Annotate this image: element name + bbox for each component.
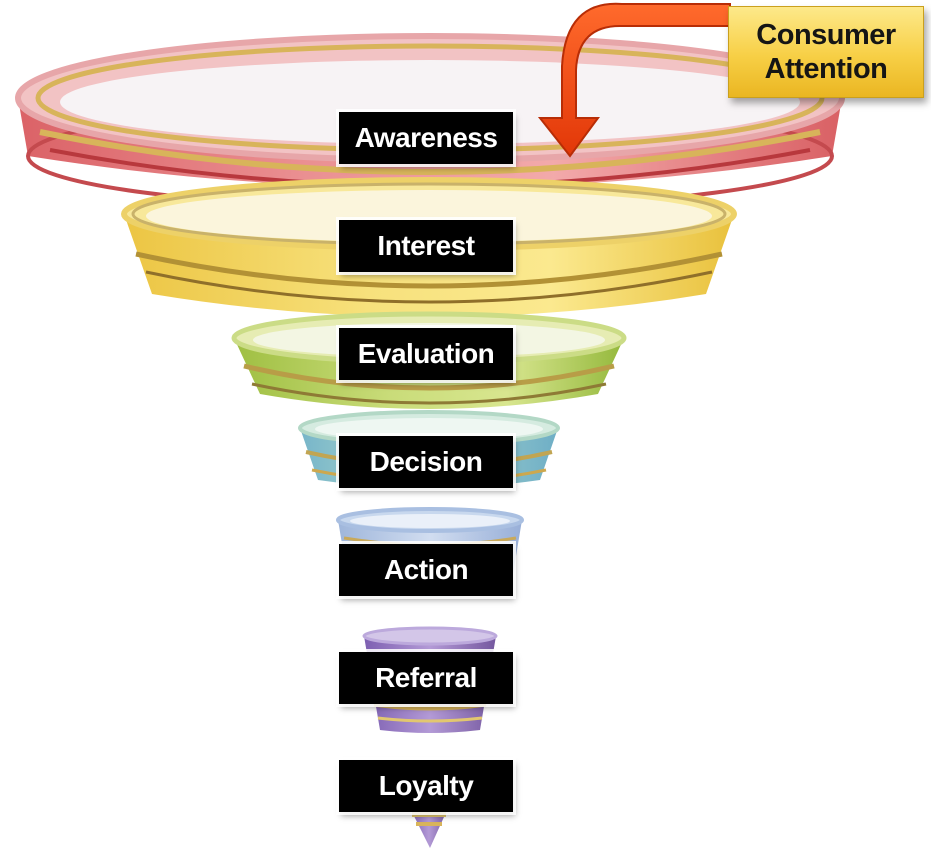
- stage-label-referral: Referral: [339, 652, 513, 704]
- consumer-attention-callout: Consumer Attention: [728, 6, 924, 98]
- callout-line-1: Consumer: [756, 19, 896, 51]
- stage-label-interest: Interest: [339, 220, 513, 272]
- stage-label-action: Action: [339, 544, 513, 596]
- stage-label-loyalty: Loyalty: [339, 760, 513, 812]
- attention-arrow-icon: [537, 2, 731, 158]
- stage-label-awareness: Awareness: [339, 112, 513, 164]
- callout-line-2: Attention: [764, 53, 888, 85]
- funnel-tier-loyalty: [410, 808, 448, 848]
- stage-label-evaluation: Evaluation: [339, 328, 513, 380]
- stage-label-decision: Decision: [339, 436, 513, 488]
- funnel-tier-awareness: [15, 33, 845, 210]
